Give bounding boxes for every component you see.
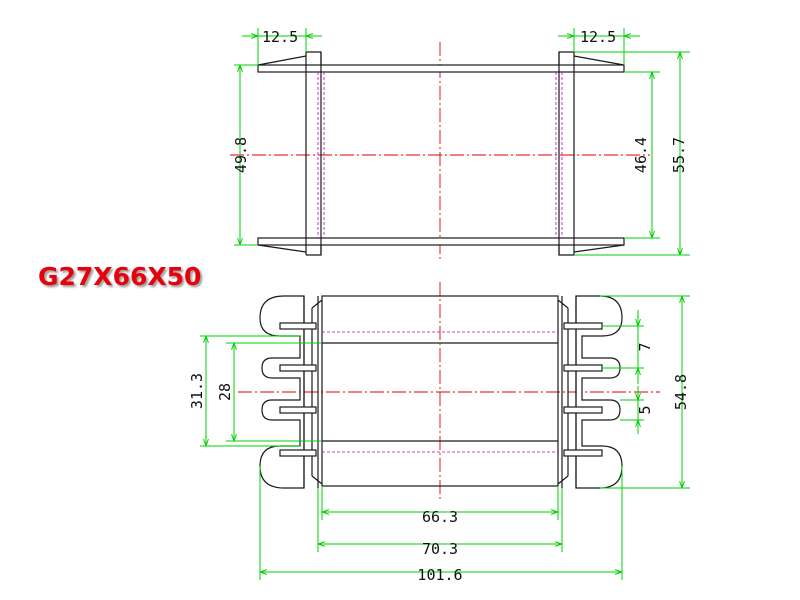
dim-height-inner: 49.8 (232, 137, 250, 173)
dim-slot-pitch: 7 (636, 342, 654, 351)
dim-winding-length: 66.3 (422, 508, 458, 526)
top-view: 12.5 12.5 49.8 46.4 55.7 (230, 28, 690, 262)
dim-span-inner: 28 (216, 383, 234, 401)
dim-flange-left: 12.5 (262, 28, 298, 46)
top-flange-plate (257, 64, 625, 73)
dim-span-outer: 31.3 (188, 373, 206, 409)
part-number-title: G27X66X50 (38, 262, 202, 291)
dim-overall-height: 54.8 (672, 374, 690, 410)
front-view: 31.3 28 7 5 54.8 66.3 70.3 (188, 282, 690, 584)
dim-flange-right: 12.5 (580, 28, 616, 46)
dim-slot-width: 5 (636, 405, 654, 414)
bottom-flange-plate (257, 237, 625, 246)
dim-overall-length: 101.6 (417, 566, 462, 584)
dim-height-mid: 46.4 (632, 137, 650, 173)
dim-height-outer: 55.7 (670, 137, 688, 173)
dim-body-length: 70.3 (422, 540, 458, 558)
